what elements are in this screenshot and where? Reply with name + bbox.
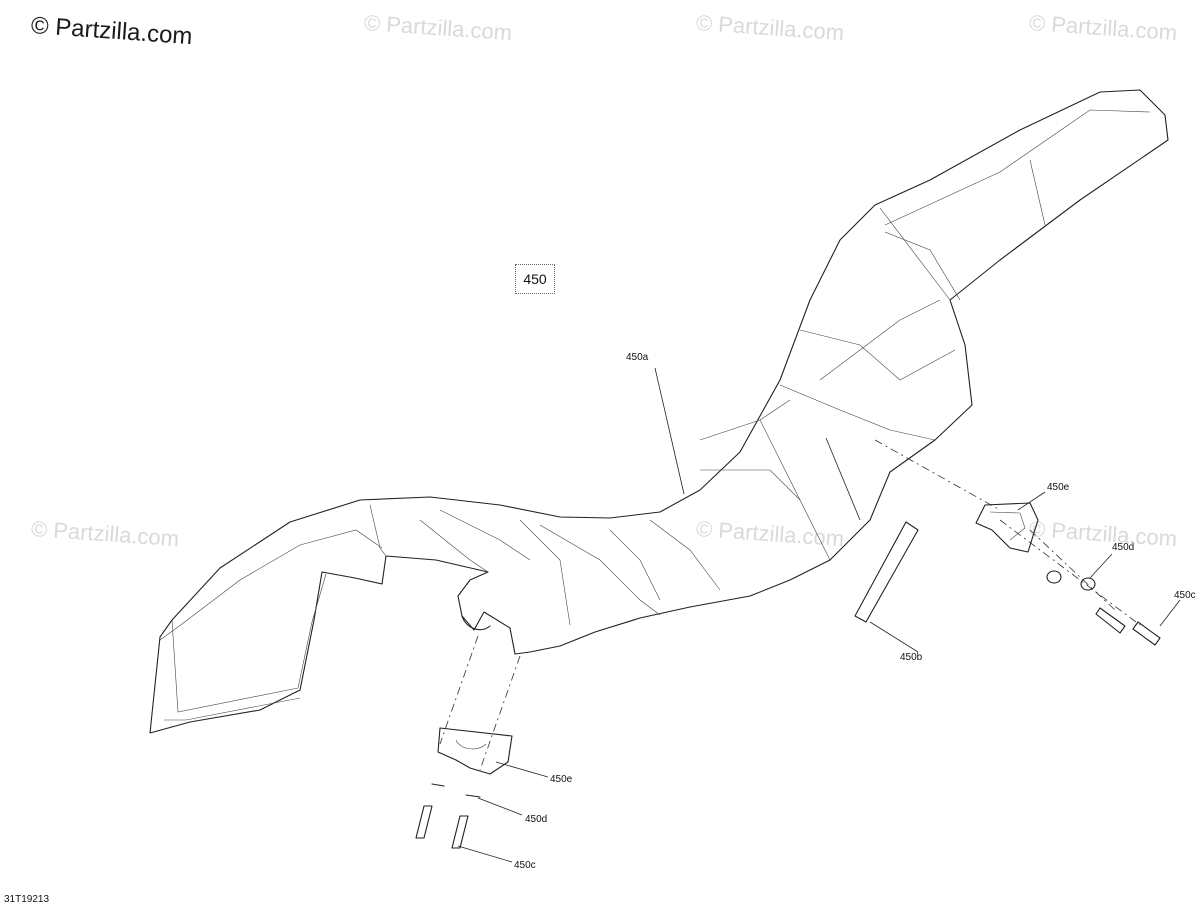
clamp-right-450e (975, 502, 1039, 553)
callout-450d-right: 450d (1112, 542, 1135, 553)
handlebar-cover-outline (149, 89, 1169, 734)
drawing-reference-code: 31T19213 (4, 894, 50, 905)
callout-450c-right: 450c (1174, 590, 1196, 601)
callout-450b: 450b (900, 652, 923, 663)
callout-450a: 450a (626, 352, 649, 363)
clamp-left-450e (437, 727, 513, 775)
callout-450e-right: 450e (1047, 482, 1070, 493)
callout-450e-left: 450e (550, 774, 573, 785)
assembly-number-box: 450 (515, 264, 555, 294)
strip-450b (854, 521, 919, 623)
callout-450c-left: 450c (514, 860, 536, 871)
callout-450d-left: 450d (525, 814, 548, 825)
